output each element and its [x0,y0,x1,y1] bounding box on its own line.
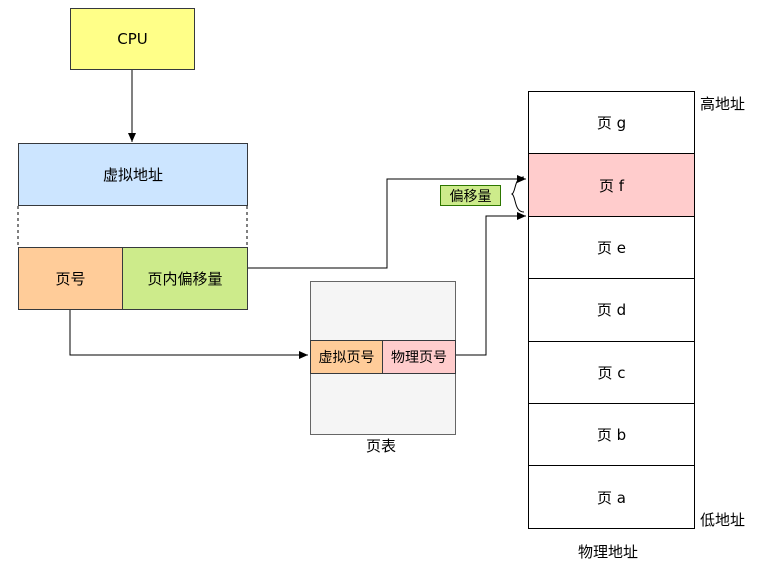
offset-brace [510,176,525,213]
physical-page-d: 页 d [528,278,695,342]
cpu-label: CPU [117,30,148,48]
page-number-label: 页号 [55,270,86,288]
physical-memory-column: 页 g 页 f 页 e 页 d 页 c 页 b 页 a [528,91,695,529]
physical-page-e: 页 e [528,215,695,280]
offset-to-page-f-arrow [248,175,526,269]
virtual-address-box: 虚拟地址 [18,143,248,206]
page-number-to-page-table-arrow [69,310,308,359]
page-offset-box: 页内偏移量 [122,247,248,310]
page-offset-label: 页内偏移量 [147,270,223,288]
physical-page-f: 页 f [528,153,695,217]
page-number-box: 页号 [18,247,123,310]
physical-page-number-cell: 物理页号 [382,340,456,374]
physical-page-label: 页 a [597,488,626,507]
physical-page-number-label: 物理页号 [391,350,447,366]
cpu-box: CPU [70,8,195,70]
virtual-page-number-cell: 虚拟页号 [310,340,383,374]
physical-page-label: 页 e [597,238,626,257]
virtual-page-number-label: 虚拟页号 [318,350,375,366]
physical-page-a: 页 a [528,465,695,529]
physical-page-g: 页 g [528,91,695,155]
physical-page-c: 页 c [528,340,695,404]
physical-page-label: 页 g [596,114,627,133]
physical-page-label: 页 b [596,426,627,445]
offset-tag-label: 偏移量 [449,188,492,205]
physical-page-b: 页 b [528,403,695,467]
low-address-label: 低地址 [700,511,746,529]
physical-memory-caption: 物理地址 [578,543,639,561]
physical-page-label: 页 d [596,301,627,320]
virtual-address-label: 虚拟地址 [102,166,163,184]
page-table-to-page-f-base-arrow [456,212,526,356]
page-table-caption: 页表 [366,437,397,455]
physical-page-label: 页 f [598,176,625,195]
high-address-label: 高地址 [700,95,746,113]
offset-tag: 偏移量 [440,185,501,206]
physical-page-label: 页 c [597,363,626,382]
